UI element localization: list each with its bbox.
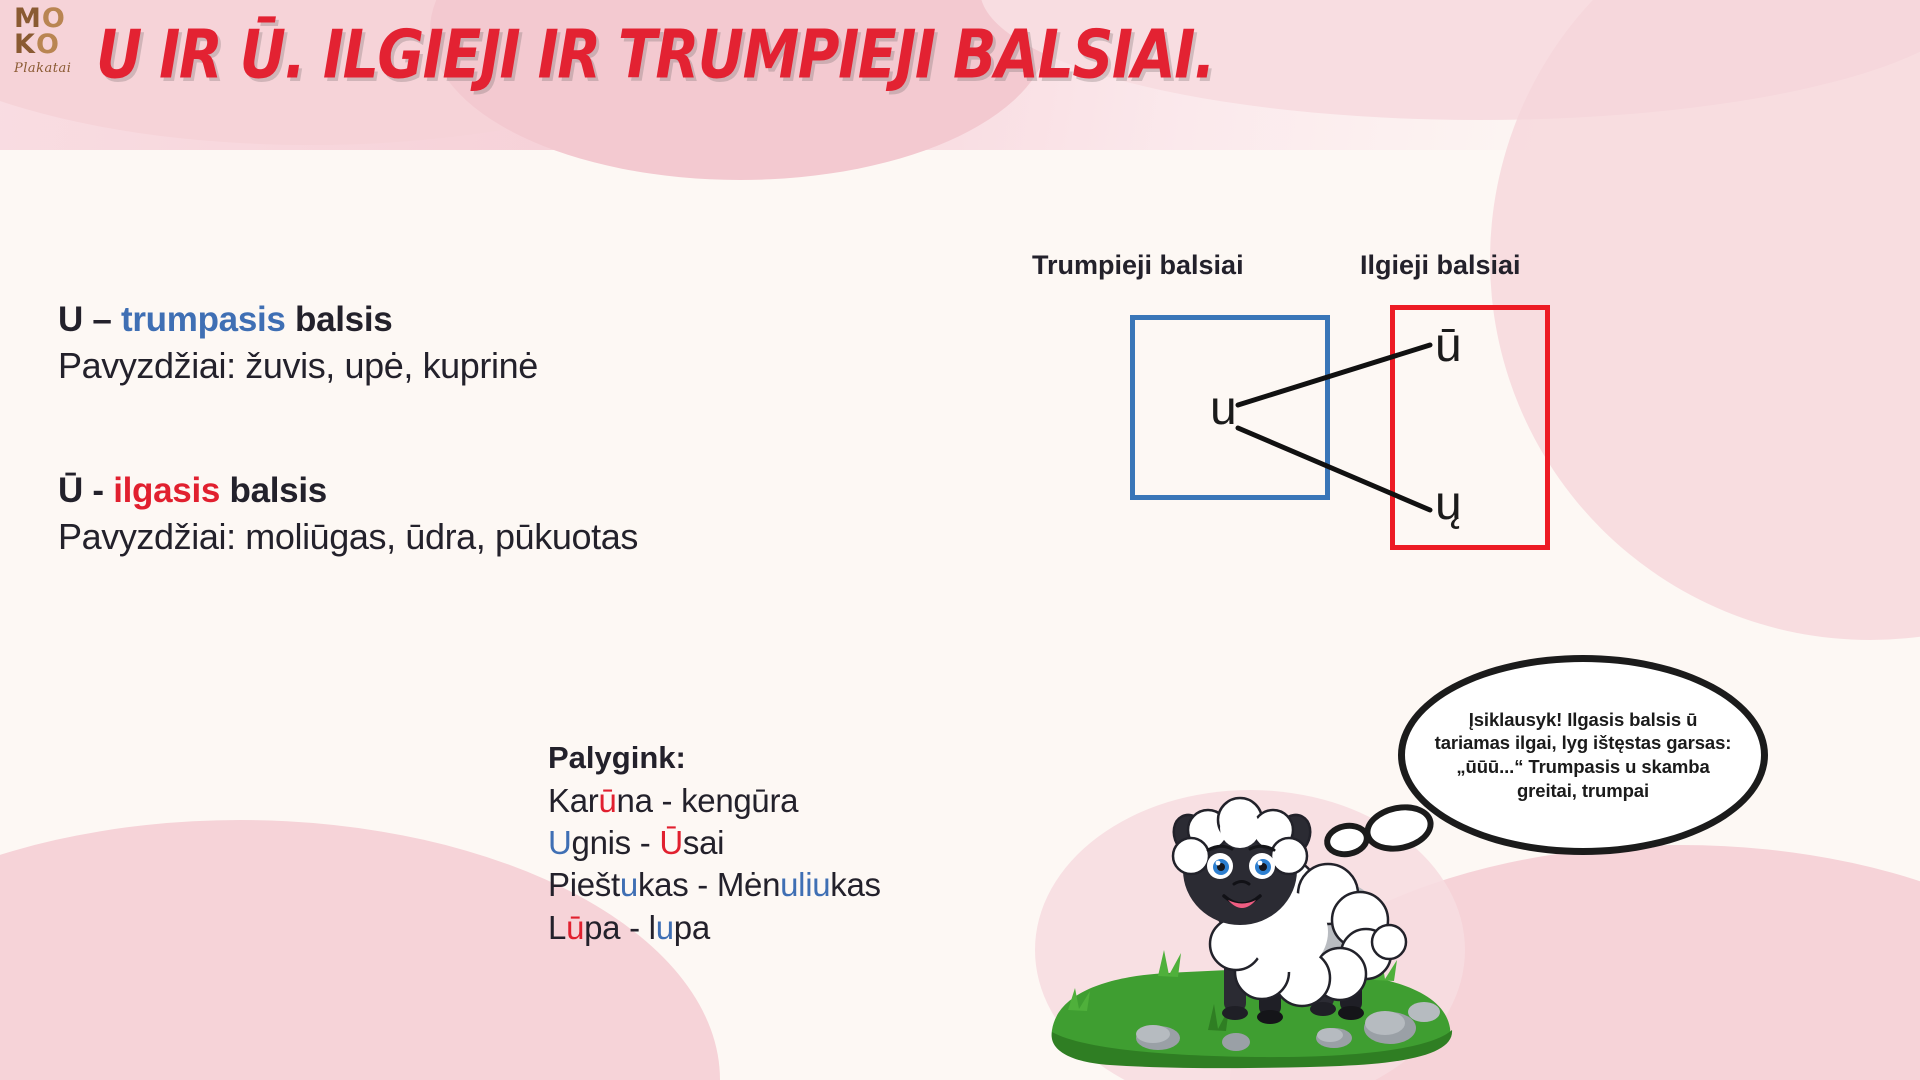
compare-left-pre: L bbox=[548, 908, 567, 946]
rule-block-short: U – trumpasis balsis Pavyzdžiai: žuvis, … bbox=[58, 300, 878, 387]
compare-left-pre: Piešt bbox=[548, 866, 620, 904]
compare-pair: Ugnis - Ūsai bbox=[548, 822, 881, 864]
compare-right-post: kas bbox=[830, 866, 881, 904]
compare-right-mark: ū bbox=[751, 782, 770, 819]
compare-right-post: pa bbox=[673, 908, 710, 946]
compare-right-pre: keng bbox=[681, 782, 752, 819]
rule-suffix-long: balsis bbox=[220, 471, 327, 510]
rule-block-long: Ū - ilgasis balsis Pavyzdžiai: moliūgas,… bbox=[58, 471, 878, 558]
moko-logo: M O K O Plakatai bbox=[14, 3, 98, 94]
compare-pair: Karūna - kengūra bbox=[548, 780, 881, 822]
logo-subtitle: Plakatai bbox=[14, 61, 72, 77]
compare-left-mark: u bbox=[619, 866, 638, 904]
rule-dash-long: - bbox=[82, 471, 114, 510]
rule-suffix-short: balsis bbox=[285, 300, 393, 339]
short-vowel-box bbox=[1130, 315, 1330, 500]
compare-left-post: pa bbox=[584, 908, 621, 946]
rule-heading-long: Ū - ilgasis balsis bbox=[58, 471, 878, 511]
diagram-letter-u: u bbox=[1210, 382, 1237, 435]
compare-separator: - bbox=[652, 782, 682, 819]
connector-lines bbox=[1235, 342, 1433, 513]
compare-left-mark: ū bbox=[566, 908, 585, 946]
rule-letter-long: Ū bbox=[58, 471, 83, 510]
logo-line-2: K O bbox=[14, 28, 98, 60]
compare-separator: - bbox=[688, 866, 717, 904]
compare-right-pre: Mėn bbox=[716, 866, 781, 904]
speech-bubble-text: Įsiklausyk! Ilgasis balsis ū tariamas il… bbox=[1434, 708, 1732, 801]
logo-letter-o-2: O bbox=[35, 28, 59, 60]
rule-letter-short: U bbox=[58, 300, 83, 339]
diagram-letter-u-ogonek: ų bbox=[1435, 477, 1462, 530]
rule-examples-long: Pavyzdžiai: moliūgas, ūdra, pūkuotas bbox=[58, 516, 638, 557]
compare-left-post: kas bbox=[637, 866, 689, 904]
compare-left-post: gnis bbox=[571, 824, 632, 862]
rule-dash-short: – bbox=[82, 300, 121, 339]
compare-left-mark: ū bbox=[598, 782, 617, 819]
compare-right-post: sai bbox=[682, 824, 725, 862]
logo-letter-m: M bbox=[14, 3, 41, 34]
rule-kind-long: ilgasis bbox=[113, 471, 221, 510]
rules-column: U – trumpasis balsis Pavyzdžiai: žuvis, … bbox=[58, 300, 878, 558]
speech-bubble-body: Įsiklausyk! Ilgasis balsis ū tariamas il… bbox=[1398, 655, 1768, 855]
logo-line-1: M O bbox=[14, 3, 98, 34]
rule-kind-short: trumpasis bbox=[121, 300, 286, 339]
compare-right-post: ra bbox=[769, 782, 799, 819]
compare-left-post: na bbox=[616, 782, 653, 819]
compare-pair: Lūpa - lupa bbox=[548, 907, 881, 949]
compare-separator: - bbox=[620, 908, 649, 946]
compare-separator: - bbox=[630, 824, 660, 862]
compare-left-pre: Kar bbox=[548, 782, 599, 819]
vowel-mapping-diagram: Trumpieji balsiai Ilgieji balsiai u ū ų bbox=[1020, 250, 1640, 630]
speech-bubble: Įsiklausyk! Ilgasis balsis ū tariamas il… bbox=[1321, 655, 1768, 861]
compare-left-mark: U bbox=[548, 824, 572, 862]
diagram-letter-u-macron: ū bbox=[1435, 319, 1462, 372]
rule-heading-short: U – trumpasis balsis bbox=[58, 300, 878, 340]
logo-letter-k: K bbox=[14, 28, 35, 60]
diagram-header-short: Trumpieji balsiai bbox=[1032, 250, 1244, 280]
page-title: U IR Ū. ILGIEJI IR TRUMPIEJI BALSIAI. bbox=[96, 16, 1216, 94]
compare-pair: Pieštukas - Mėnuliukas bbox=[548, 864, 881, 906]
compare-right-pre: l bbox=[648, 908, 656, 946]
compare-title: Palygink: bbox=[548, 740, 686, 775]
logo-letter-o-1: O bbox=[41, 3, 65, 34]
compare-right-mark: Ū bbox=[659, 824, 683, 862]
compare-right-mark: u bbox=[655, 908, 674, 946]
rule-examples-short: Pavyzdžiai: žuvis, upė, kuprinė bbox=[58, 345, 538, 386]
compare-right-mark: uliu bbox=[780, 866, 831, 904]
